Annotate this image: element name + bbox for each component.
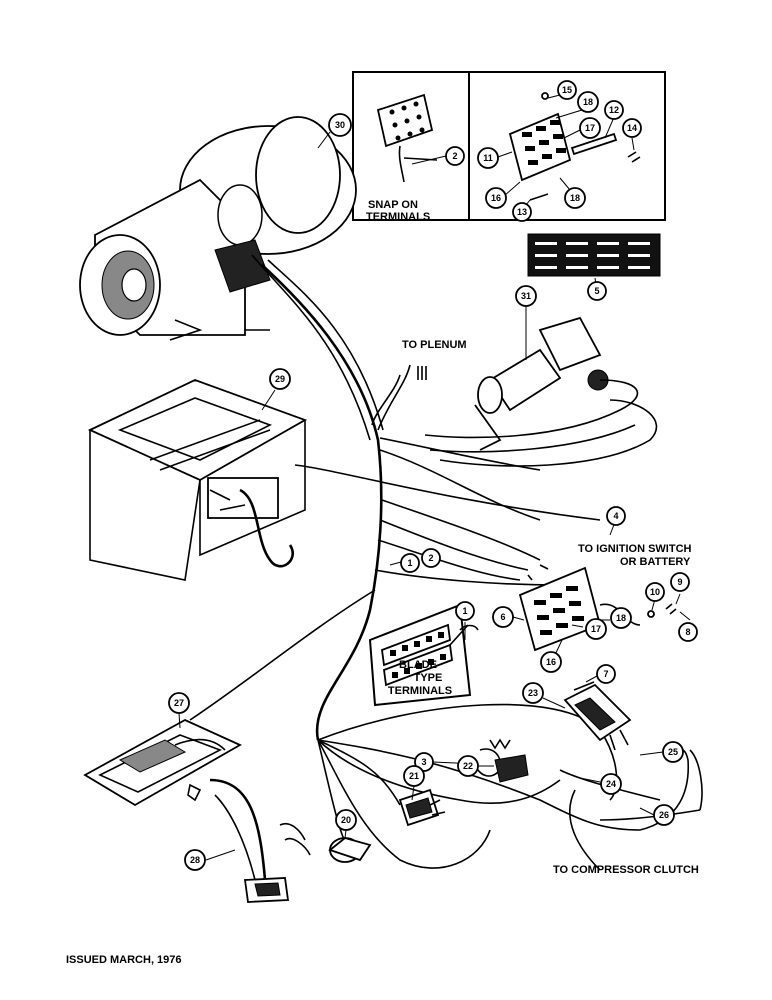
callout-29-text: 29 bbox=[275, 374, 285, 384]
callout-3: 3 bbox=[414, 752, 434, 772]
callout-24-text: 24 bbox=[606, 779, 616, 789]
callout-11: 11 bbox=[477, 147, 499, 169]
to-compressor-clutch-label: TO COMPRESSOR CLUTCH bbox=[553, 864, 699, 876]
connector-20 bbox=[279, 822, 372, 863]
callout-5-text: 5 bbox=[594, 286, 599, 296]
callout-11-text: 11 bbox=[483, 153, 493, 163]
callout-12: 12 bbox=[604, 100, 624, 120]
callout-18a: 18 bbox=[577, 91, 599, 113]
callout-18c-text: 18 bbox=[616, 613, 626, 623]
harness-28 bbox=[187, 778, 290, 903]
callout-25: 25 bbox=[662, 741, 684, 763]
callout-1b: 1 bbox=[455, 601, 475, 621]
to-plenum-label: TO PLENUM bbox=[402, 339, 467, 351]
evaporator-housing bbox=[87, 379, 308, 581]
callout-7: 7 bbox=[596, 664, 616, 684]
callout-18a-text: 18 bbox=[583, 97, 593, 107]
callout-13-text: 13 bbox=[517, 207, 527, 217]
callout-16b: 16 bbox=[540, 651, 562, 673]
callout-2b: 2 bbox=[421, 548, 441, 568]
callout-29: 29 bbox=[269, 368, 291, 390]
callout-24: 24 bbox=[600, 773, 622, 795]
callout-4-text: 4 bbox=[613, 511, 618, 521]
thermostat bbox=[83, 718, 242, 807]
callout-26: 26 bbox=[653, 804, 675, 826]
callout-14-text: 14 bbox=[627, 123, 637, 133]
callout-3-text: 3 bbox=[421, 757, 426, 767]
to-ignition-label-2: OR BATTERY bbox=[620, 556, 691, 568]
snap-on-label-1: SNAP ON bbox=[368, 199, 418, 211]
callout-2a: 2 bbox=[445, 146, 465, 166]
callout-6-text: 6 bbox=[500, 612, 505, 622]
snap-on-label-2: TERMINALS bbox=[366, 211, 430, 223]
callout-20-text: 20 bbox=[341, 815, 351, 825]
callout-10: 10 bbox=[645, 582, 665, 602]
callout-6: 6 bbox=[492, 606, 514, 628]
callout-25-text: 25 bbox=[668, 747, 678, 757]
blade-label-3: TERMINALS bbox=[388, 685, 452, 697]
callout-17a: 17 bbox=[579, 117, 601, 139]
blade-label-1: BLADE bbox=[399, 659, 437, 671]
callout-18b: 18 bbox=[564, 187, 586, 209]
callout-2a-text: 2 bbox=[452, 151, 457, 161]
callout-12-text: 12 bbox=[609, 105, 619, 115]
callout-28: 28 bbox=[184, 849, 206, 871]
callout-27-text: 27 bbox=[174, 698, 184, 708]
callout-28-text: 28 bbox=[190, 855, 200, 865]
callout-31: 31 bbox=[515, 285, 537, 307]
callout-15: 15 bbox=[557, 80, 577, 100]
callout-9: 9 bbox=[670, 572, 690, 592]
callout-1a: 1 bbox=[400, 553, 420, 573]
inset-snap-on-terminals: SNAP ON TERMINALS bbox=[352, 71, 470, 223]
solenoid-valve bbox=[424, 316, 658, 467]
callout-23: 23 bbox=[522, 682, 544, 704]
callout-14: 14 bbox=[622, 118, 642, 138]
callout-8: 8 bbox=[678, 622, 698, 642]
callout-30-text: 30 bbox=[335, 120, 345, 130]
relay bbox=[563, 683, 632, 751]
callout-4: 4 bbox=[606, 506, 626, 526]
callout-16a-text: 16 bbox=[491, 193, 501, 203]
callout-13: 13 bbox=[512, 202, 532, 222]
fuse-block bbox=[518, 566, 677, 691]
callout-1a-text: 1 bbox=[407, 558, 412, 568]
callout-15-text: 15 bbox=[562, 85, 572, 95]
callout-17b: 17 bbox=[585, 618, 607, 640]
callout-27: 27 bbox=[168, 692, 190, 714]
blade-label-2: TYPE bbox=[414, 672, 443, 684]
callout-5: 5 bbox=[587, 281, 607, 301]
callout-16a: 16 bbox=[485, 187, 507, 209]
callout-16b-text: 16 bbox=[546, 657, 556, 667]
callout-30: 30 bbox=[328, 113, 352, 137]
blower-switch bbox=[475, 738, 529, 783]
callout-17b-text: 17 bbox=[591, 624, 601, 634]
callout-20: 20 bbox=[335, 809, 357, 831]
callout-leaders bbox=[178, 94, 691, 861]
callout-18b-text: 18 bbox=[570, 193, 580, 203]
callout-18c: 18 bbox=[610, 607, 632, 629]
callout-17a-text: 17 bbox=[585, 123, 595, 133]
callout-8-text: 8 bbox=[685, 627, 690, 637]
issued-date-label: ISSUED MARCH, 1976 bbox=[66, 954, 182, 966]
callout-31-text: 31 bbox=[521, 291, 531, 301]
blower-assembly bbox=[79, 116, 357, 341]
callout-10-text: 10 bbox=[650, 587, 660, 597]
callout-22-text: 22 bbox=[463, 761, 473, 771]
inset-blade-terminals: BLADE TYPE TERMINALS bbox=[368, 603, 479, 707]
callout-2b-text: 2 bbox=[428, 553, 433, 563]
callout-26-text: 26 bbox=[659, 810, 669, 820]
callout-23-text: 23 bbox=[528, 688, 538, 698]
callout-1b-text: 1 bbox=[462, 606, 467, 616]
callout-7-text: 7 bbox=[603, 669, 608, 679]
callout-21-text: 21 bbox=[409, 771, 419, 781]
connector-21 bbox=[398, 788, 446, 827]
callout-21: 21 bbox=[403, 765, 425, 787]
to-ignition-label-1: TO IGNITION SWITCH bbox=[578, 543, 692, 555]
callout-9-text: 9 bbox=[677, 577, 682, 587]
callout-22: 22 bbox=[457, 755, 479, 777]
fuse-label-card bbox=[527, 233, 661, 277]
